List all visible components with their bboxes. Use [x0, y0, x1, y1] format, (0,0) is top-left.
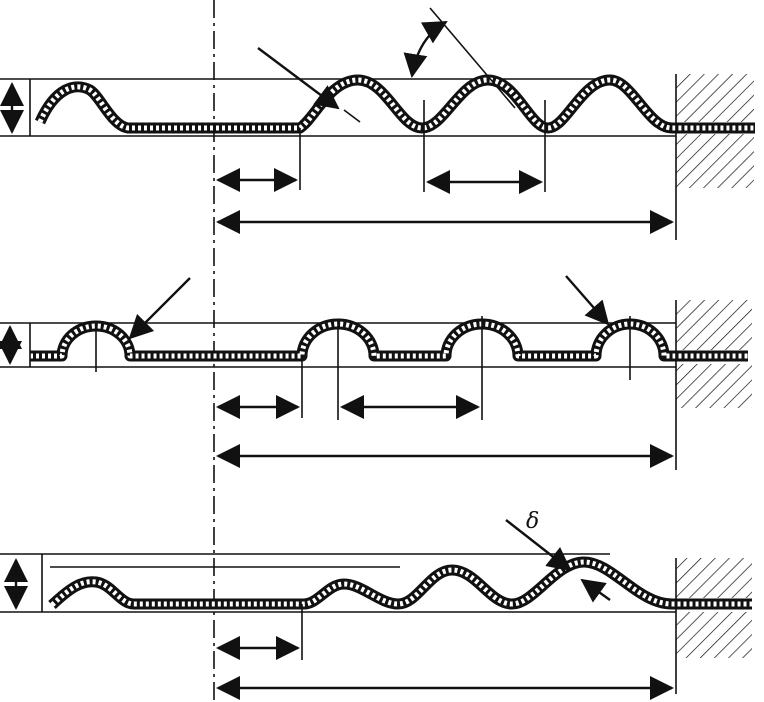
view-2-left-leader — [128, 277, 191, 340]
view-3-thickness-leader — [505, 519, 572, 572]
view-3-clamp-hatch-bottom — [676, 612, 752, 658]
view-1-clamp-hatch-bottom — [676, 134, 754, 188]
view-1-thickness-leader — [257, 47, 340, 110]
view-3-thickness-label: δ — [526, 509, 539, 534]
view-1-strip — [34, 74, 755, 134]
view-2-clamp-hatch-top — [676, 300, 752, 350]
view-1-sinusoidal-corrugation — [0, 7, 755, 240]
view-3-thickness-leader-tail — [580, 578, 611, 603]
view-1-clamp-hatch-top — [676, 74, 754, 122]
view-1-thickness-leader-tail — [343, 109, 361, 123]
view-2-strip-texture — [30, 321, 748, 359]
view-3-strip-texture — [50, 559, 752, 607]
view-3-strip — [48, 556, 752, 610]
view-3-graded-corrugation: δ — [0, 509, 752, 700]
view-2-right-leader — [565, 275, 610, 326]
view-1-angle-arc — [403, 20, 448, 78]
view-3-clamp-hatch-top — [676, 558, 752, 598]
view-2-clamp-hatch-bottom — [676, 364, 752, 408]
view-2-semicircular-corrugation — [0, 275, 752, 470]
